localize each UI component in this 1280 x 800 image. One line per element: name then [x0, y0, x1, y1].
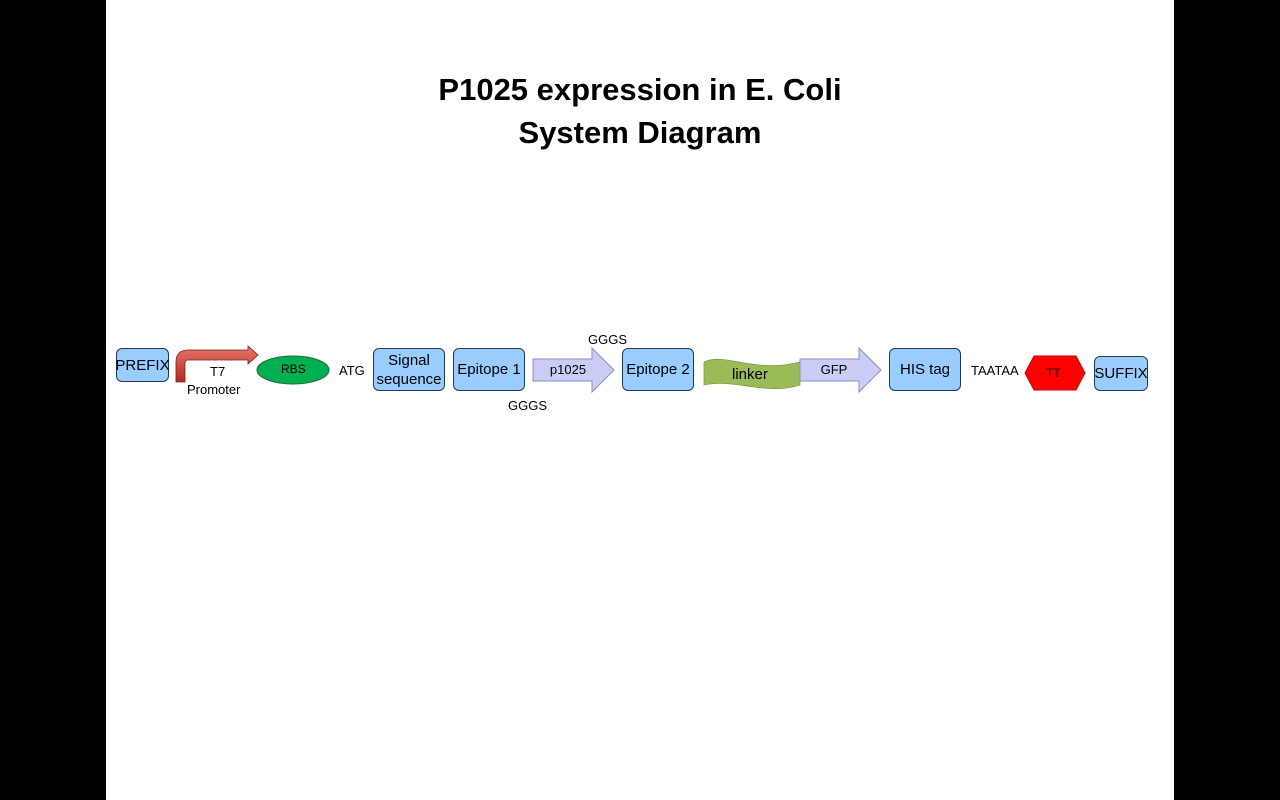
atg-label: ATG [339, 363, 365, 378]
stop-codon-label: TAATAA [971, 363, 1019, 378]
epitope2-part[interactable]: Epitope 2 [622, 348, 694, 391]
slide-canvas: P1025 expression in E. Coli System Diagr… [106, 0, 1174, 800]
promoter-arrow-icon [175, 345, 259, 383]
diagram-title-line1: P1025 expression in E. Coli [438, 72, 842, 107]
terminator-hexagon-icon [1024, 355, 1086, 391]
p1025-label: p1025 [549, 362, 587, 377]
gfp-arrow-icon [799, 346, 882, 394]
p1025-arrow-icon [532, 346, 615, 394]
suffix-part[interactable]: SUFFIX [1094, 356, 1148, 391]
rbs-ellipse [256, 355, 330, 385]
promoter-name: T7 [210, 364, 226, 379]
epitope2-label: Epitope 2 [626, 361, 690, 378]
gggs-linker-below: GGGS [508, 398, 548, 413]
signal-label-line1: Signal [388, 351, 430, 369]
gfp-label: GFP [820, 362, 848, 377]
signal-label-line2: sequence [376, 370, 442, 388]
rbs-label: RBS [281, 362, 306, 376]
gggs-linker-above: GGGS [588, 332, 628, 347]
epitope1-label: Epitope 1 [457, 361, 521, 378]
linker-wave-shape [703, 358, 801, 390]
terminator-label: TT [1046, 366, 1061, 380]
prefix-label: PREFIX [115, 356, 170, 374]
signal-sequence-part[interactable]: Signal sequence [373, 348, 445, 391]
suffix-label: SUFFIX [1094, 365, 1148, 382]
his-tag-part[interactable]: HIS tag [889, 348, 961, 391]
linker-label: linker [732, 366, 768, 383]
epitope1-part[interactable]: Epitope 1 [453, 348, 525, 391]
diagram-title-line2: System Diagram [518, 115, 762, 150]
promoter-label: Promoter [187, 382, 241, 397]
his-tag-label: HIS tag [899, 361, 951, 378]
prefix-part[interactable]: PREFIX [115, 348, 170, 382]
